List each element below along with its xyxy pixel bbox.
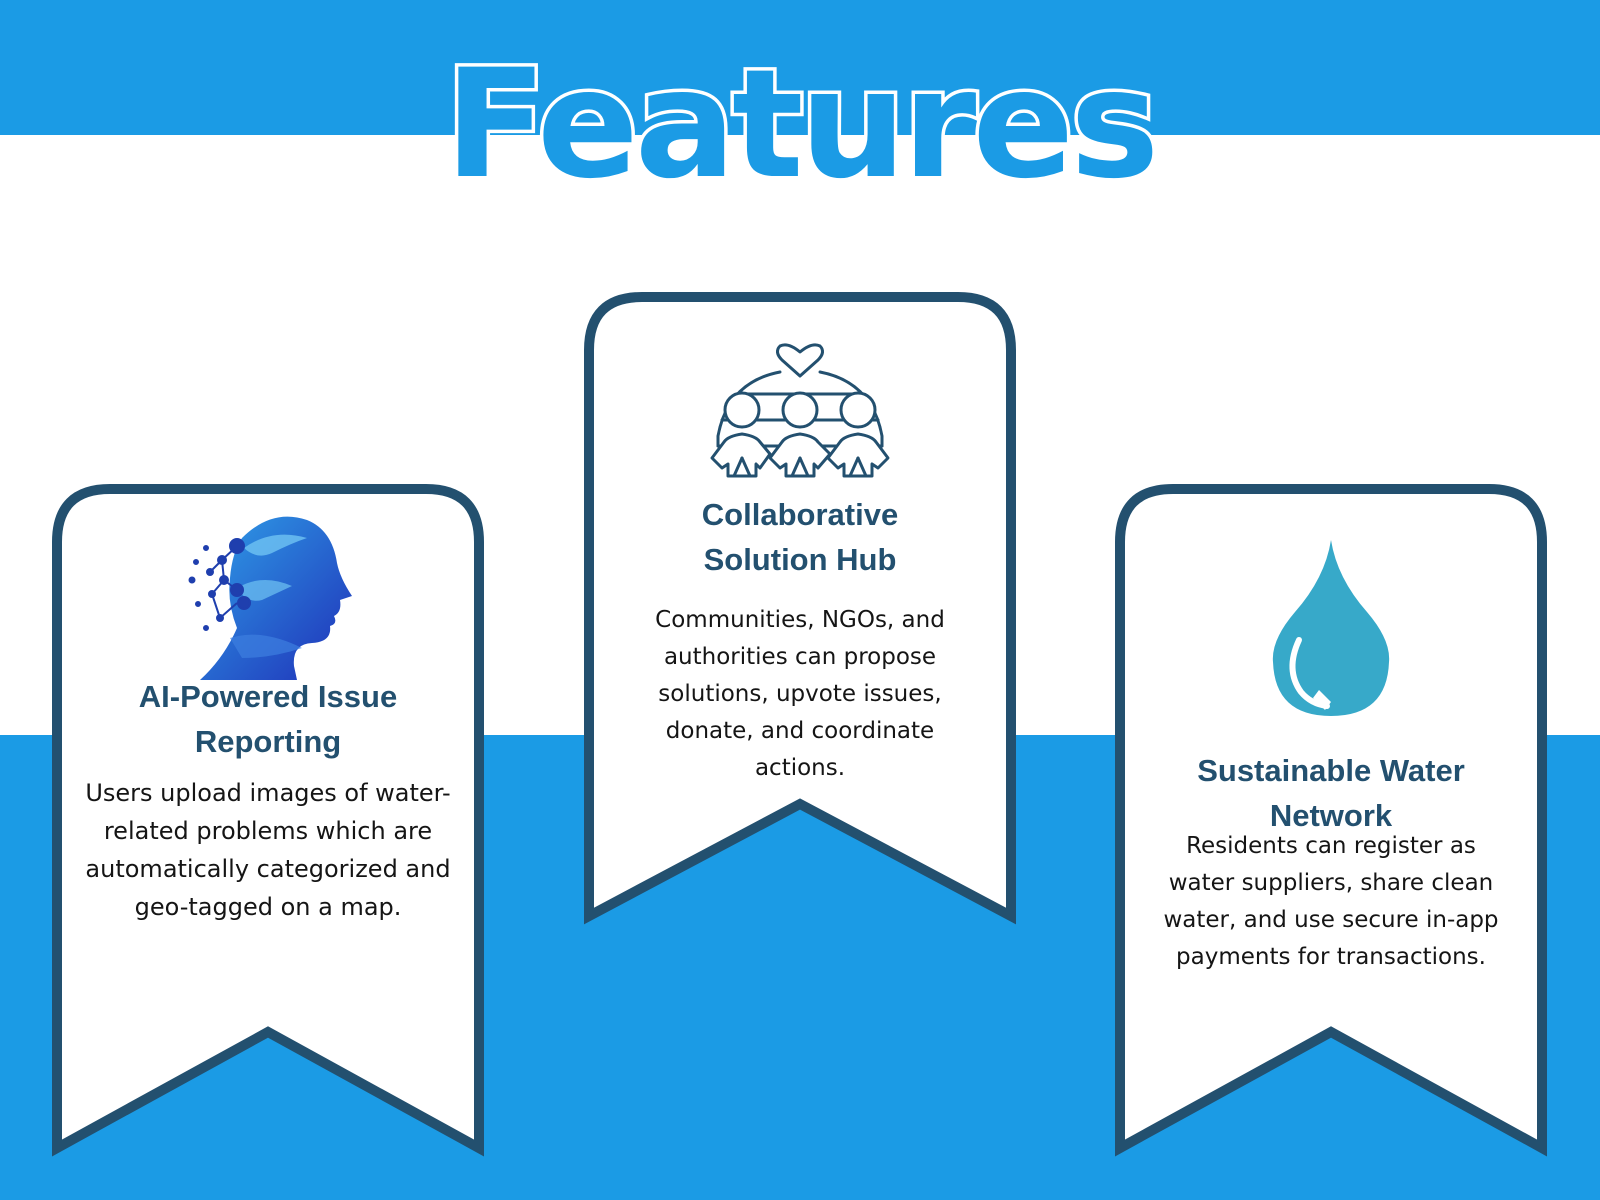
ai-head-icon	[182, 508, 352, 680]
feature-heading-water-network: Sustainable Water Network	[1197, 753, 1465, 833]
feature-card-ai-reporting: AI-Powered Issue Reporting Users upload …	[52, 484, 484, 1157]
card-ribbon-shape	[584, 292, 1016, 925]
feature-description-ai-reporting: Users upload images of water-related pro…	[85, 779, 451, 921]
card-ribbon-shape	[52, 484, 484, 1157]
feature-description-water-network: Residents can register as water supplier…	[1163, 833, 1499, 970]
page-title: Features	[441, 38, 1163, 212]
card-ribbon-shape	[1115, 484, 1547, 1157]
feature-card-collaborative-hub: Collaborative Solution Hub Communities, …	[584, 292, 1016, 925]
feature-heading-collaborative-hub: Collaborative Solution Hub	[701, 497, 899, 577]
feature-card-water-network: Sustainable Water Network Residents can …	[1115, 484, 1547, 1157]
feature-heading-ai-reporting: AI-Powered Issue Reporting	[138, 679, 398, 759]
top-blue-band	[0, 0, 1600, 135]
water-drop-icon	[1271, 540, 1391, 718]
feature-description-collaborative-hub: Communities, NGOs, and authorities can p…	[655, 607, 945, 781]
community-heart-icon	[708, 336, 892, 486]
